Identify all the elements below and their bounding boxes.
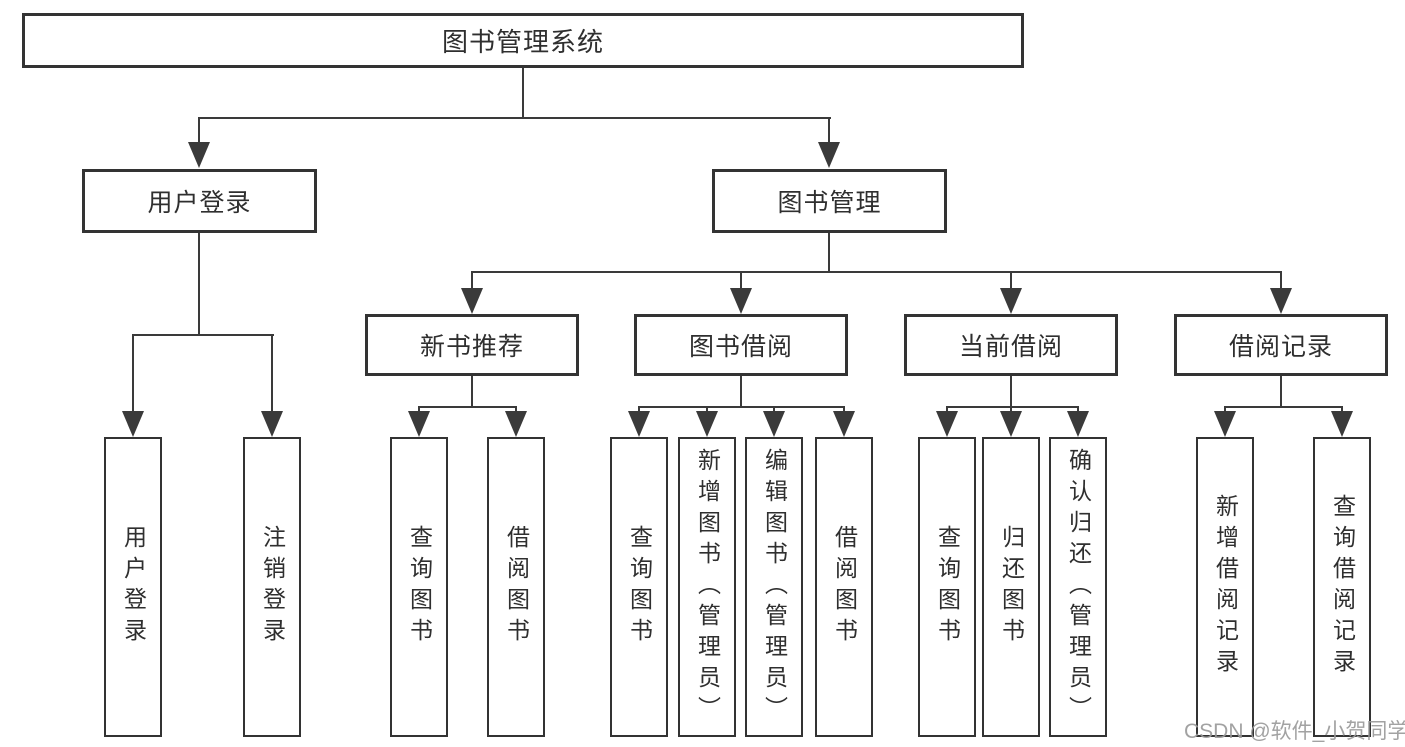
arrow-down — [936, 411, 958, 437]
connector-vline — [1280, 376, 1282, 408]
arrow-down — [408, 411, 430, 437]
connector-vline — [638, 406, 640, 413]
connector-vline — [1010, 376, 1012, 408]
connector-vline — [471, 376, 473, 408]
arrow-down — [730, 288, 752, 314]
connector-vline — [1010, 406, 1012, 413]
arrow-down — [188, 142, 210, 168]
node-book-management: 图书管理 — [712, 169, 947, 233]
node-root: 图书管理系统 — [22, 13, 1024, 68]
leaf-query-books-2: 查询图书 — [610, 437, 668, 737]
arrow-down — [628, 411, 650, 437]
connector-vline — [471, 271, 473, 291]
connector-hline — [1225, 406, 1343, 408]
leaf-query-borrow-record: 查询借阅记录 — [1313, 437, 1371, 737]
connector-vline — [1077, 406, 1079, 413]
connector-hline — [639, 406, 845, 408]
leaf-borrow-books: 借阅图书 — [487, 437, 545, 737]
connector-vline — [946, 406, 948, 413]
connector-hline — [472, 271, 1282, 273]
arrow-down — [122, 411, 144, 437]
arrow-down — [833, 411, 855, 437]
connector-vline — [828, 233, 830, 273]
connector-vline — [740, 376, 742, 408]
leaf-return-books: 归还图书 — [982, 437, 1040, 737]
connector-vline — [522, 68, 524, 118]
connector-vline — [418, 406, 420, 413]
connector-vline — [843, 406, 845, 413]
connector-hline — [199, 117, 831, 119]
arrow-down — [1000, 288, 1022, 314]
arrow-down — [763, 411, 785, 437]
leaf-add-borrow-record: 新增借阅记录 — [1196, 437, 1254, 737]
connector-hline — [947, 406, 1079, 408]
leaf-logout: 注销登录 — [243, 437, 301, 737]
watermark: CSDN @软件_小贺同学 — [1184, 720, 1405, 743]
connector-vline — [132, 334, 134, 413]
connector-vline — [1224, 406, 1226, 413]
node-new-book-recommend: 新书推荐 — [365, 314, 579, 376]
arrow-down — [1270, 288, 1292, 314]
connector-vline — [198, 233, 200, 336]
arrow-down — [505, 411, 527, 437]
leaf-add-books-admin: 新增图书（管理员） — [678, 437, 736, 737]
connector-vline — [198, 117, 200, 144]
node-user-login: 用户登录 — [82, 169, 317, 233]
arrow-down — [818, 142, 840, 168]
connector-hline — [419, 406, 517, 408]
connector-vline — [515, 406, 517, 413]
connector-vline — [1280, 271, 1282, 291]
arrow-down — [1331, 411, 1353, 437]
arrow-down — [1000, 411, 1022, 437]
connector-vline — [706, 406, 708, 413]
node-borrow-records: 借阅记录 — [1174, 314, 1388, 376]
connector-vline — [1010, 271, 1012, 291]
leaf-query-books: 查询图书 — [390, 437, 448, 737]
node-book-borrow: 图书借阅 — [634, 314, 848, 376]
connector-vline — [828, 117, 830, 144]
connector-hline — [133, 334, 274, 336]
arrow-down — [1067, 411, 1089, 437]
leaf-user-login: 用户登录 — [104, 437, 162, 737]
leaf-edit-books-admin: 编辑图书（管理员） — [745, 437, 803, 737]
arrow-down — [461, 288, 483, 314]
connector-vline — [773, 406, 775, 413]
connector-vline — [1341, 406, 1343, 413]
leaf-confirm-return-admin: 确认归还（管理员） — [1049, 437, 1107, 737]
node-current-borrow: 当前借阅 — [904, 314, 1118, 376]
leaf-borrow-books-2: 借阅图书 — [815, 437, 873, 737]
arrow-down — [696, 411, 718, 437]
connector-vline — [271, 334, 273, 413]
connector-vline — [740, 271, 742, 291]
arrow-down — [1214, 411, 1236, 437]
leaf-query-books-3: 查询图书 — [918, 437, 976, 737]
arrow-down — [261, 411, 283, 437]
